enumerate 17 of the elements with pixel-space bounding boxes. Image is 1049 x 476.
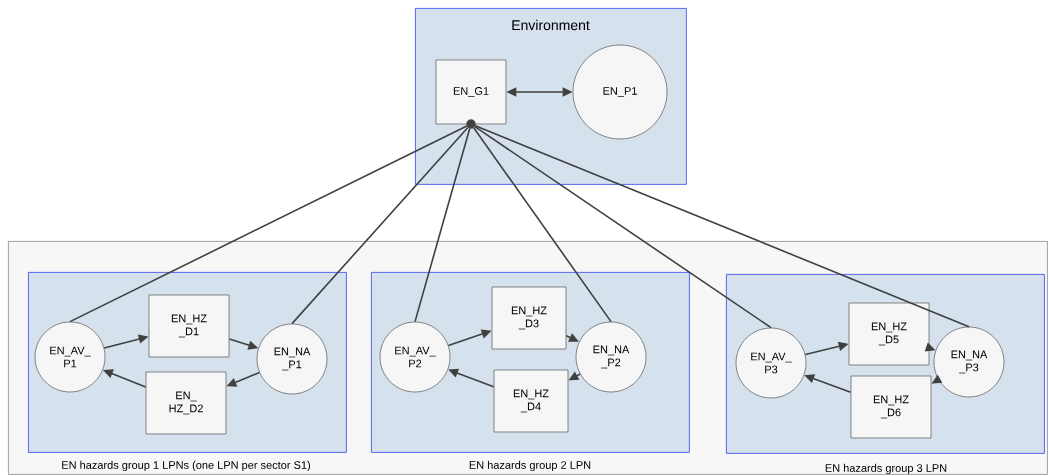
connector-line bbox=[474, 124, 970, 328]
process-box: EN_G1 bbox=[435, 59, 507, 125]
connector-line bbox=[472, 127, 612, 323]
process-box: EN_HZ _D1 bbox=[148, 294, 230, 358]
process-box: EN_HZ _D3 bbox=[491, 286, 567, 350]
node-label: EN hazards group 3 LPN bbox=[825, 463, 947, 475]
process-box: EN_HZ _D6 bbox=[850, 375, 932, 439]
process-box: EN_HZ _D4 bbox=[493, 369, 569, 433]
connector-line bbox=[414, 127, 471, 323]
connector-line bbox=[69, 125, 468, 323]
arrow bbox=[565, 333, 579, 342]
connector-line bbox=[291, 126, 469, 325]
node-label: EN hazards group 2 LPN bbox=[469, 460, 591, 472]
process-box: EN_HZ _D5 bbox=[848, 302, 930, 366]
process-box: EN_ HZ_D2 bbox=[145, 371, 227, 435]
connector-line bbox=[474, 125, 772, 329]
node-label: EN hazards group 1 LPNs (one LPN per sector S1) bbox=[62, 460, 311, 472]
